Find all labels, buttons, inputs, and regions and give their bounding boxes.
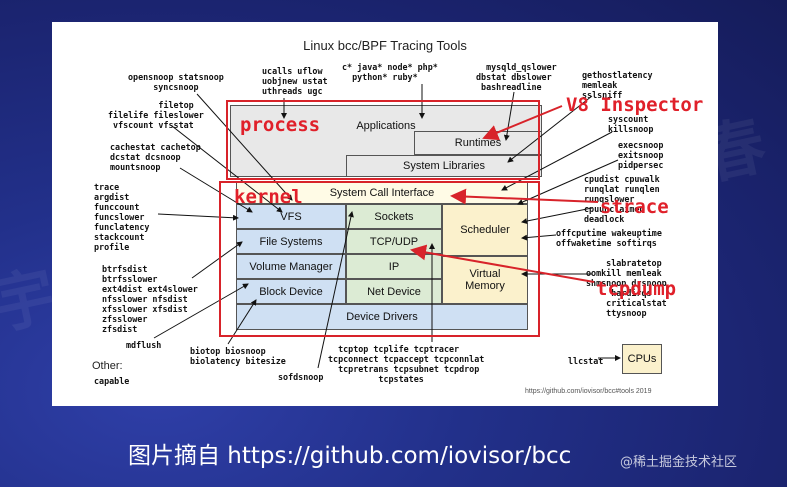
tool-execsnoop: execsnoop exitsnoop pidpersec bbox=[618, 140, 664, 170]
tool-syscount: syscount killsnoop bbox=[608, 114, 654, 134]
cpus-label: CPUs bbox=[627, 353, 657, 365]
tcp-udp-label: TCP/UDP bbox=[369, 235, 419, 248]
tool-cpudist: cpudist cpuwalk runqlat runqlen runqslow… bbox=[584, 174, 660, 224]
arrow-syscount bbox=[501, 131, 613, 191]
tool-btrfsdist: btrfsdist btrfsslower ext4dist ext4slowe… bbox=[102, 264, 198, 334]
kernel-label: kernel bbox=[234, 186, 303, 208]
net-device-box: Net Device bbox=[346, 279, 442, 304]
process-label: process bbox=[240, 114, 321, 136]
tool-biotop: biotop biosnoop biolatency bitesize bbox=[190, 346, 286, 366]
tool-sofdsnoop: sofdsnoop bbox=[278, 372, 324, 382]
file-systems-label: File Systems bbox=[259, 235, 323, 248]
arrow-cachestat bbox=[179, 167, 253, 213]
arrow-btrfsdist bbox=[191, 241, 243, 279]
tool-slabratetop: slabratetop oomkill memleak shmsnoop drs… bbox=[586, 258, 667, 318]
tool-gethostlatency: gethostlatency memleak sslsniff bbox=[582, 70, 653, 100]
net-device-label: Net Device bbox=[367, 285, 421, 298]
tool-trace: trace argdist funccount funcslower funcl… bbox=[94, 182, 150, 252]
diagram-title: Linux bcc/BPF Tracing Tools bbox=[303, 38, 467, 53]
vfs-label: VFS bbox=[280, 210, 302, 223]
device-drivers-box: Device Drivers bbox=[236, 304, 528, 330]
caption: 图片摘自 https://github.com/iovisor/bcc bbox=[128, 443, 572, 469]
tool-capable: capable bbox=[94, 376, 130, 386]
tool-mysqld: mysqld_qslower dbstat dbslower bashreadl… bbox=[476, 62, 557, 92]
scheduler-label: Scheduler bbox=[460, 224, 510, 236]
tool-mdflush: mdflush bbox=[126, 340, 162, 350]
tool-llcstat: llcstat bbox=[568, 356, 604, 366]
vfs-box: VFS bbox=[236, 204, 346, 229]
v8-inspector-label: V8 Inspector bbox=[566, 94, 704, 116]
arrow-sofdsnoop bbox=[317, 211, 354, 369]
arrow-trace bbox=[157, 213, 239, 221]
system-libraries-box: System Libraries bbox=[346, 155, 542, 177]
juejin-watermark: @稀土掘金技术社区 bbox=[620, 455, 738, 470]
tcp-udp-box: TCP/UDP bbox=[346, 229, 442, 254]
tool-tcptop: tcptop tcplife tcptracer tcpconnect tcpa… bbox=[328, 344, 485, 384]
syscall-interface-label: System Call Interface bbox=[329, 187, 435, 199]
strace-label: strace bbox=[600, 196, 669, 218]
file-systems-box: File Systems bbox=[236, 229, 346, 254]
arrow-cpudist bbox=[521, 207, 593, 224]
diagram-credit: https://github.com/iovisor/bcc#tools 201… bbox=[525, 388, 652, 395]
system-libraries-label: System Libraries bbox=[403, 160, 485, 172]
tool-cachestat: cachestat cachetop dcstat dcsnoop mounts… bbox=[110, 142, 201, 172]
tool-offcputime: offcputime wakeuptime offwaketime softir… bbox=[556, 228, 662, 248]
volume-manager-label: Volume Manager bbox=[249, 260, 333, 273]
tool-filetop: filetop filelife fileslower vfscount vfs… bbox=[108, 100, 204, 130]
cpus-box: CPUs bbox=[622, 344, 662, 374]
sockets-label: Sockets bbox=[374, 210, 414, 223]
block-device-label: Block Device bbox=[259, 285, 323, 298]
tool-java: c* java* node* php* python* ruby* bbox=[342, 62, 438, 82]
sockets-box: Sockets bbox=[346, 204, 442, 229]
volume-manager-box: Volume Manager bbox=[236, 254, 346, 279]
process-frame bbox=[226, 100, 540, 180]
applications-label: Applications bbox=[356, 120, 416, 132]
ip-label: IP bbox=[388, 260, 400, 273]
tool-ucalls: ucalls uflow uobjnew ustat uthreads ugc bbox=[262, 66, 328, 96]
tool-opensnoop: opensnoop statsnoop syncsnoop bbox=[128, 72, 224, 92]
arrow-mdflush bbox=[153, 283, 249, 339]
other-label: Other: bbox=[92, 360, 123, 372]
tcpdump-label: tcpdump bbox=[596, 278, 677, 300]
device-drivers-label: Device Drivers bbox=[346, 311, 418, 323]
scheduler-box: Scheduler bbox=[442, 204, 528, 256]
